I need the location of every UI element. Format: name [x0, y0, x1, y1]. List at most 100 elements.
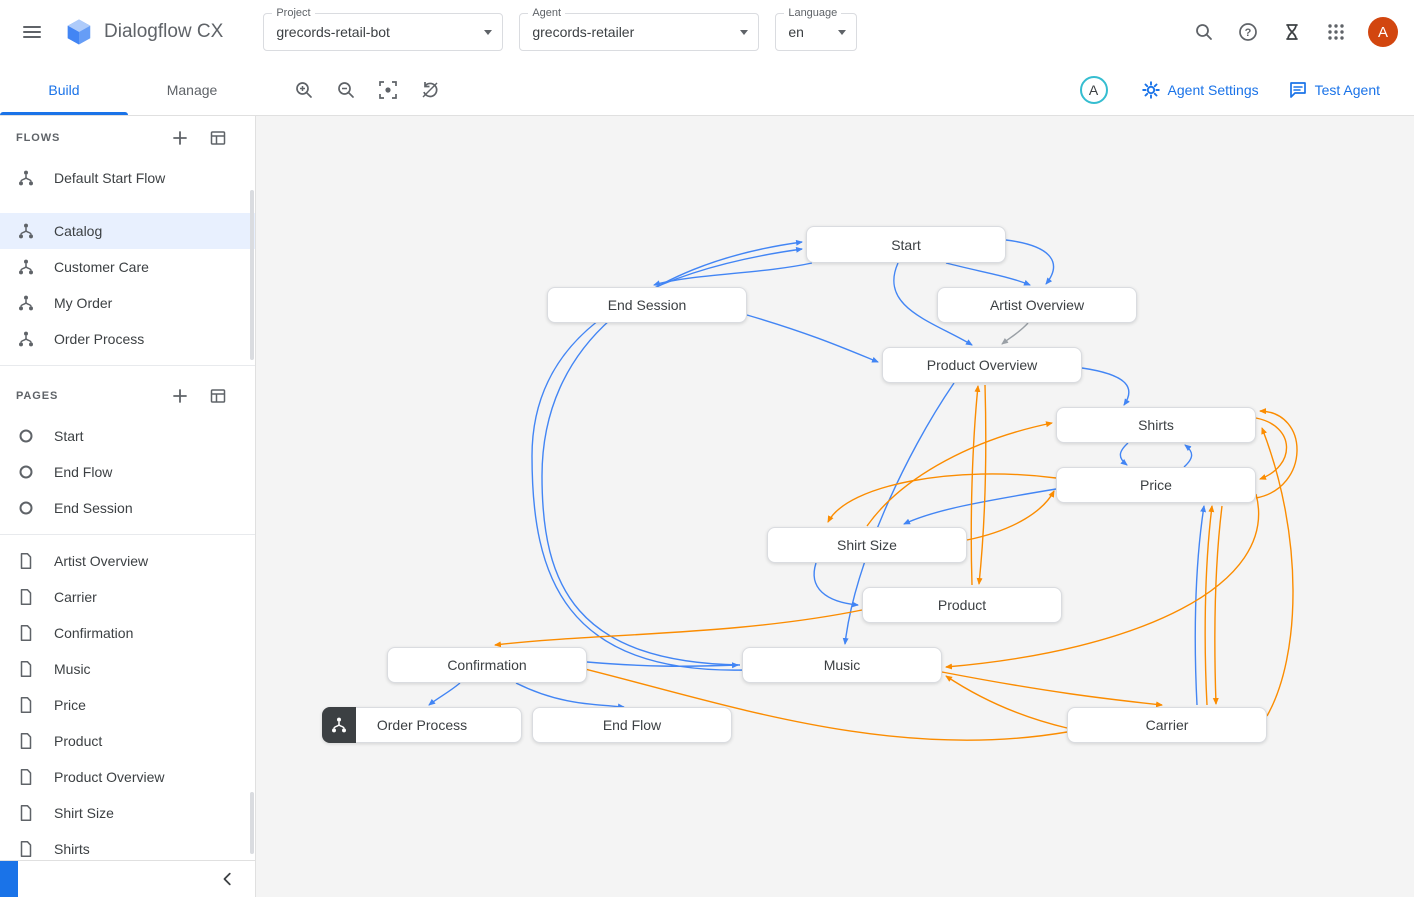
edge-product-to-confirmation[interactable] [494, 609, 863, 648]
node-label: Product [937, 597, 987, 613]
page-item-icon [16, 498, 36, 518]
edge-price-to-music[interactable] [945, 493, 1260, 670]
node-label: Order Process [376, 717, 468, 733]
node-shirts[interactable]: Shirts [1056, 407, 1256, 443]
edge-price-to-shirt-size[interactable] [827, 473, 1057, 523]
edge-product-overview-to-shirts[interactable] [1081, 367, 1130, 406]
page-item-carrier[interactable]: Carrier [0, 579, 255, 615]
page-item-product[interactable]: Product [0, 723, 255, 759]
edge-price-to-shirt-size[interactable] [903, 488, 1057, 525]
tab-build[interactable]: Build [0, 64, 128, 115]
add-page-icon[interactable] [167, 383, 193, 409]
node-end-flow[interactable]: End Flow [532, 707, 732, 743]
edge-music-to-carrier[interactable] [941, 671, 1163, 708]
edge-price-to-carrier[interactable] [1212, 505, 1223, 705]
edge-shirts-to-price[interactable] [1119, 442, 1129, 466]
node-product-overview[interactable]: Product Overview [882, 347, 1082, 383]
node-music[interactable]: Music [742, 647, 942, 683]
edge-start-to-artist-overview[interactable] [1005, 239, 1055, 285]
edge-carrier-to-price[interactable] [1204, 505, 1215, 706]
help-icon[interactable]: ? [1228, 12, 1268, 52]
edge-shirt-size-to-product[interactable] [813, 562, 859, 608]
node-confirmation[interactable]: Confirmation [387, 647, 587, 683]
flow-item-my-order[interactable]: My Order [0, 285, 255, 321]
flow-item-default-start-flow[interactable]: Default Start Flow [0, 160, 255, 196]
add-flow-icon[interactable] [167, 125, 193, 151]
pages-section-header: PAGES [0, 374, 255, 418]
edge-carrier-to-shirts[interactable] [1261, 427, 1294, 717]
flow-item-catalog[interactable]: Catalog [0, 213, 255, 249]
account-avatar[interactable]: A [1368, 17, 1398, 47]
node-order-process[interactable]: Order Process [322, 707, 522, 743]
edge-artist-overview-to-product-overview[interactable] [1001, 322, 1029, 345]
node-price[interactable]: Price [1056, 467, 1256, 503]
edge-confirmation-to-order-process[interactable] [428, 682, 461, 706]
zoom-in-icon[interactable] [286, 72, 322, 108]
edge-start-to-end-session[interactable] [653, 262, 813, 287]
menu-icon[interactable] [12, 12, 52, 52]
page-item-shirts[interactable]: Shirts [0, 831, 255, 867]
page-item-music[interactable]: Music [0, 651, 255, 687]
sidebar-scrollbar[interactable] [250, 190, 254, 360]
page-item-product-overview[interactable]: Product Overview [0, 759, 255, 795]
edge-music-to-start[interactable] [531, 246, 803, 671]
edge-music-to-start[interactable] [541, 239, 803, 666]
sidebar-scrollbar[interactable] [250, 792, 254, 854]
edge-price-to-shirts[interactable] [1183, 444, 1193, 468]
flow-item-customer-care[interactable]: Customer Care [0, 249, 255, 285]
flow-item-order-process[interactable]: Order Process [0, 321, 255, 357]
page-item-start[interactable]: Start [0, 418, 255, 454]
page-item-end-flow[interactable]: End Flow [0, 454, 255, 490]
node-artist-overview[interactable]: Artist Overview [937, 287, 1137, 323]
edge-confirmation-to-music[interactable] [586, 661, 739, 669]
edge-shirt-size-to-price[interactable] [966, 490, 1055, 541]
agent-select[interactable]: Agent grecords-retailer [519, 7, 760, 51]
agent-settings-button[interactable]: Agent Settings [1130, 72, 1271, 108]
tab-manage[interactable]: Manage [166, 82, 218, 98]
edge-start-to-artist-overview[interactable] [945, 262, 1031, 286]
edge-carrier-to-price[interactable] [1194, 505, 1207, 706]
dialogflow-logo-icon [64, 17, 94, 47]
node-carrier[interactable]: Carrier [1067, 707, 1267, 743]
edge-product-overview-to-product[interactable] [976, 384, 987, 585]
collapse-sidebar-icon[interactable] [213, 864, 243, 894]
edge-start-to-product-overview[interactable] [893, 262, 973, 346]
page-item-icon [16, 731, 36, 751]
edge-shirts-to-price[interactable] [1255, 417, 1288, 480]
edge-product-to-product-overview[interactable] [970, 385, 981, 586]
node-end-session[interactable]: End Session [547, 287, 747, 323]
search-icon[interactable] [1184, 12, 1224, 52]
agent-avatar-badge[interactable]: A [1079, 75, 1108, 104]
language-select-value: en [788, 24, 804, 40]
node-shirt-size[interactable]: Shirt Size [767, 527, 967, 563]
language-select[interactable]: Language en [775, 7, 858, 51]
edge-end-session-to-product-overview[interactable] [746, 314, 879, 363]
node-product[interactable]: Product [862, 587, 1062, 623]
project-select[interactable]: Project grecords-retail-bot [263, 7, 504, 51]
reset-zoom-icon[interactable] [412, 72, 448, 108]
zoom-out-icon[interactable] [328, 72, 364, 108]
page-item-price[interactable]: Price [0, 687, 255, 723]
node-label: End Flow [602, 717, 662, 733]
hourglass-icon[interactable] [1272, 12, 1312, 52]
center-focus-icon[interactable] [370, 72, 406, 108]
page-item-confirmation[interactable]: Confirmation [0, 615, 255, 651]
test-agent-button[interactable]: Test Agent [1277, 72, 1392, 108]
dropdown-caret-icon [738, 26, 750, 38]
edge-price-to-shirts[interactable] [1255, 408, 1298, 499]
page-item-end-session[interactable]: End Session [0, 490, 255, 526]
edge-shirt-size-to-shirts[interactable] [866, 421, 1053, 527]
project-select-value: grecords-retail-bot [276, 24, 390, 40]
page-item-icon [16, 426, 36, 446]
page-item-artist-overview[interactable]: Artist Overview [0, 543, 255, 579]
page-item-shirt-size[interactable]: Shirt Size [0, 795, 255, 831]
flows-list-view-icon[interactable] [205, 125, 231, 151]
page-item-icon [16, 623, 36, 643]
pages-list-view-icon[interactable] [205, 383, 231, 409]
node-label: Product Overview [926, 357, 1038, 373]
edge-confirmation-to-end-flow[interactable] [515, 682, 625, 710]
edge-carrier-to-music[interactable] [945, 675, 1068, 729]
apps-grid-icon[interactable] [1316, 12, 1356, 52]
node-start[interactable]: Start [806, 226, 1006, 263]
